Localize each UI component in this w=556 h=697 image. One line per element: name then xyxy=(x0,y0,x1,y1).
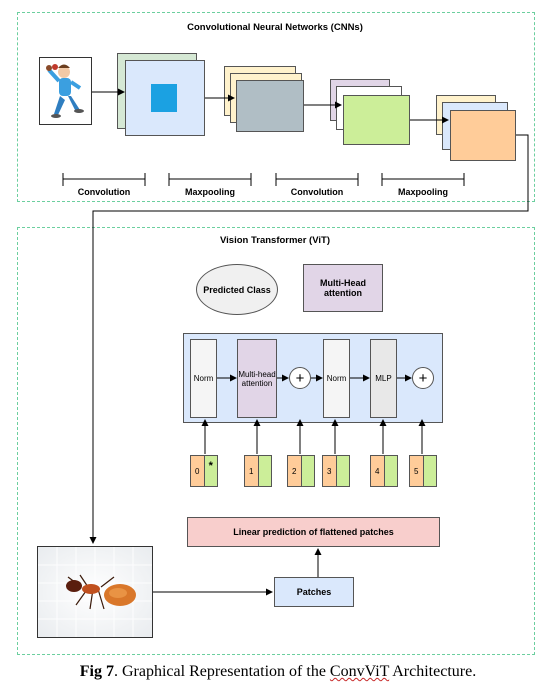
multi-head-attention-line2: attention xyxy=(324,288,362,298)
patches-label: Patches xyxy=(296,587,332,597)
patch-token-4: 4 xyxy=(370,455,398,487)
bracket-convolution-2 xyxy=(275,173,359,186)
patch-token-3-embedding xyxy=(336,456,349,486)
stage-label-maxpooling-1: Maxpooling xyxy=(185,187,235,197)
predicted-class-label: Predicted Class xyxy=(203,284,271,295)
patch-token-0-position: 0 xyxy=(191,456,205,486)
figure-caption-label: Fig 7 xyxy=(79,663,114,680)
patch-token-3-position: 3 xyxy=(323,456,337,486)
patch-token-2-embedding xyxy=(301,456,314,486)
patch-token-5-embedding xyxy=(423,456,436,486)
linear-prediction-label: Linear prediction of flattened patches xyxy=(233,527,394,537)
patch-token-0-embedding: * xyxy=(204,456,217,486)
patch-token-2-position: 2 xyxy=(288,456,302,486)
encoder-mlp: MLP xyxy=(370,339,397,418)
patches-box: Patches xyxy=(274,577,354,607)
patch-token-5: 5 xyxy=(409,455,437,487)
feature-map-1-center xyxy=(151,84,177,112)
stage-label-convolution-1: Convolution xyxy=(77,187,131,197)
stage-label-convolution-2: Convolution xyxy=(290,187,344,197)
stage-label-maxpooling-2: Maxpooling xyxy=(398,187,448,197)
bracket-convolution-1 xyxy=(62,173,146,186)
vit-title: Vision Transformer (ViT) xyxy=(220,235,330,246)
feature-map-3-front xyxy=(343,95,410,145)
bracket-maxpooling-1 xyxy=(168,173,252,186)
connector-cnn-to-vit xyxy=(89,134,529,544)
encoder-mha-line1: Multi-head xyxy=(238,369,276,379)
input-image-ant xyxy=(37,546,153,638)
figure-caption: Fig 7. Graphical Representation of the C… xyxy=(0,663,556,681)
feature-map-4-front xyxy=(450,110,516,161)
cartoon-figure-icon xyxy=(46,64,84,118)
input-image-cartoon xyxy=(39,57,92,125)
patch-token-4-position: 4 xyxy=(371,456,385,486)
encoder-add-1-symbol: + xyxy=(295,369,305,387)
cnn-panel xyxy=(17,12,535,202)
patch-token-3: 3 xyxy=(322,455,350,487)
patch-token-1: 1 xyxy=(244,455,272,487)
figure-caption-term: ConvViT xyxy=(329,663,390,680)
linear-prediction-box: Linear prediction of flattened patches xyxy=(187,517,440,547)
patch-token-0: 0* xyxy=(190,455,218,487)
encoder-multi-head-attention: Multi-head attention xyxy=(237,339,277,418)
predicted-class-node: Predicted Class xyxy=(196,264,278,315)
encoder-add-2: + xyxy=(412,367,434,389)
encoder-add-2-symbol: + xyxy=(418,369,428,387)
encoder-norm-1: Norm xyxy=(190,339,217,418)
feature-map-2-front xyxy=(236,80,304,132)
encoder-norm-1-label: Norm xyxy=(193,374,214,383)
vit-panel xyxy=(17,227,535,655)
figure-caption-text-after: Architecture. xyxy=(389,663,477,680)
encoder-mha-line2: attention xyxy=(241,378,273,388)
cnn-title: Convolutional Neural Networks (CNNs) xyxy=(187,22,363,33)
encoder-norm-2-label: Norm xyxy=(326,374,347,383)
bracket-maxpooling-2 xyxy=(381,173,465,186)
patch-token-1-embedding xyxy=(258,456,271,486)
figure-caption-text-before: . Graphical Representation of the xyxy=(114,663,330,680)
multi-head-attention-box: Multi-Head attention xyxy=(303,264,383,312)
encoder-mlp-label: MLP xyxy=(375,374,392,383)
encoder-norm-2: Norm xyxy=(323,339,350,418)
patch-token-1-position: 1 xyxy=(245,456,259,486)
ant-image-icon xyxy=(38,547,152,637)
patch-token-2: 2 xyxy=(287,455,315,487)
encoder-add-1: + xyxy=(289,367,311,389)
multi-head-attention-line1: Multi-Head xyxy=(320,278,366,288)
patch-token-5-position: 5 xyxy=(410,456,424,486)
patch-token-4-embedding xyxy=(384,456,397,486)
